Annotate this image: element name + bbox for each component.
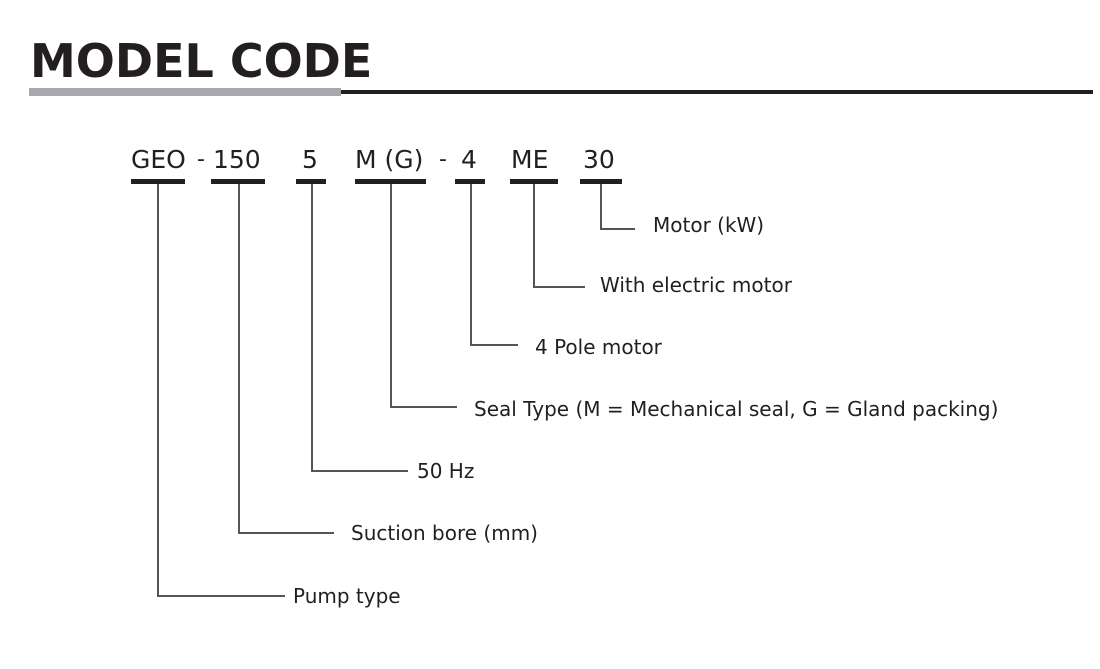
code-segment-suction-bore: 150	[213, 145, 261, 174]
title-underline-accent	[29, 88, 341, 96]
label-frequency: 50 Hz	[417, 459, 475, 483]
code-segment-motor-power: 30	[583, 145, 615, 174]
segment-underline	[211, 179, 265, 184]
segment-underline	[580, 179, 622, 184]
code-segment-pump-type: GEO	[131, 145, 186, 174]
title-underline-rule	[341, 90, 1093, 94]
code-segment-motor-type: ME	[511, 145, 549, 174]
connector-frequency	[311, 470, 408, 472]
connector-seal-type	[390, 184, 392, 407]
segment-underline	[296, 179, 326, 184]
page-title: MODEL CODE	[30, 34, 373, 88]
label-poles: 4 Pole motor	[535, 335, 662, 359]
code-separator: -	[197, 147, 205, 172]
connector-motor-power	[600, 228, 635, 230]
code-separator: -	[439, 147, 447, 172]
connector-pump-type	[157, 595, 285, 597]
label-pump-type: Pump type	[293, 584, 401, 608]
label-motor-type: With electric motor	[600, 273, 792, 297]
connector-frequency	[311, 184, 313, 471]
segment-underline	[355, 179, 426, 184]
label-motor-power: Motor (kW)	[653, 213, 765, 237]
connector-motor-type	[533, 286, 585, 288]
connector-suction-bore	[238, 532, 334, 534]
code-segment-frequency: 5	[302, 145, 318, 174]
connector-motor-type	[533, 184, 535, 287]
label-suction-bore: Suction bore (mm)	[351, 521, 538, 545]
segment-underline	[510, 179, 558, 184]
connector-poles	[470, 344, 518, 346]
label-seal-type: Seal Type (M = Mechanical seal, G = Glan…	[474, 397, 999, 421]
connector-poles	[470, 184, 472, 345]
segment-underline	[455, 179, 485, 184]
segment-underline	[131, 179, 185, 184]
connector-motor-power	[600, 184, 602, 229]
connector-seal-type	[390, 406, 457, 408]
connector-suction-bore	[238, 184, 240, 533]
code-segment-seal-type: M (G)	[355, 145, 424, 174]
connector-pump-type	[157, 184, 159, 596]
code-segment-poles: 4	[461, 145, 477, 174]
